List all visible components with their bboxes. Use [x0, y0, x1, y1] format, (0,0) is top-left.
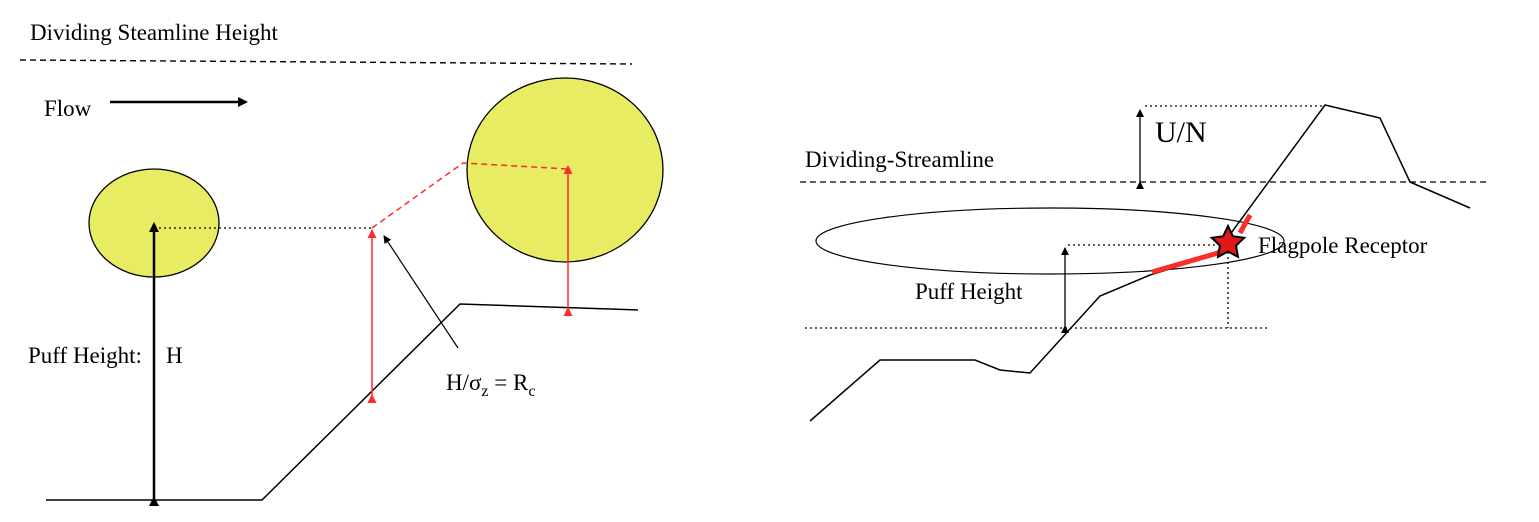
terrain-profile — [46, 303, 639, 501]
ratio-label-sigma: σ — [469, 370, 482, 395]
flow-label: Flow — [44, 96, 92, 121]
left-panel: Dividing Steamline Height Flow Puff Heig… — [19, 20, 664, 506]
dividing-streamline-line — [19, 59, 633, 65]
un-label: U/N — [1155, 116, 1207, 149]
impact-segment-lower — [1151, 250, 1219, 275]
ratio-pointer-arrow — [383, 235, 459, 349]
stagnation-streamline-red — [371, 162, 569, 229]
ratio-label-sigma-sub: z — [481, 383, 488, 400]
puff-height-label: Puff Height: — [28, 343, 142, 368]
flagpole-receptor-label: Flagpole Receptor — [1258, 233, 1428, 258]
dividing-streamline-height-label: Dividing Steamline Height — [30, 20, 278, 45]
puff-height-symbol: H — [166, 343, 183, 368]
impact-segment-upper — [1237, 213, 1253, 235]
puff-ellipse — [815, 207, 1285, 275]
ratio-label-h: H/ — [446, 370, 470, 395]
right-panel: U/N Dividing-Streamline Puff Height Flag… — [800, 104, 1487, 422]
terrain-profile-right — [809, 104, 1471, 422]
ratio-label: H/σz = Rc — [446, 370, 535, 400]
puff-height-label-right: Puff Height — [915, 279, 1023, 304]
star-icon — [1209, 223, 1247, 259]
ratio-label-eq: = R — [489, 370, 529, 395]
puff-displaced — [466, 77, 664, 263]
dividing-streamline-label: Dividing-Streamline — [805, 147, 994, 172]
ratio-label-r-sub: c — [528, 383, 535, 400]
